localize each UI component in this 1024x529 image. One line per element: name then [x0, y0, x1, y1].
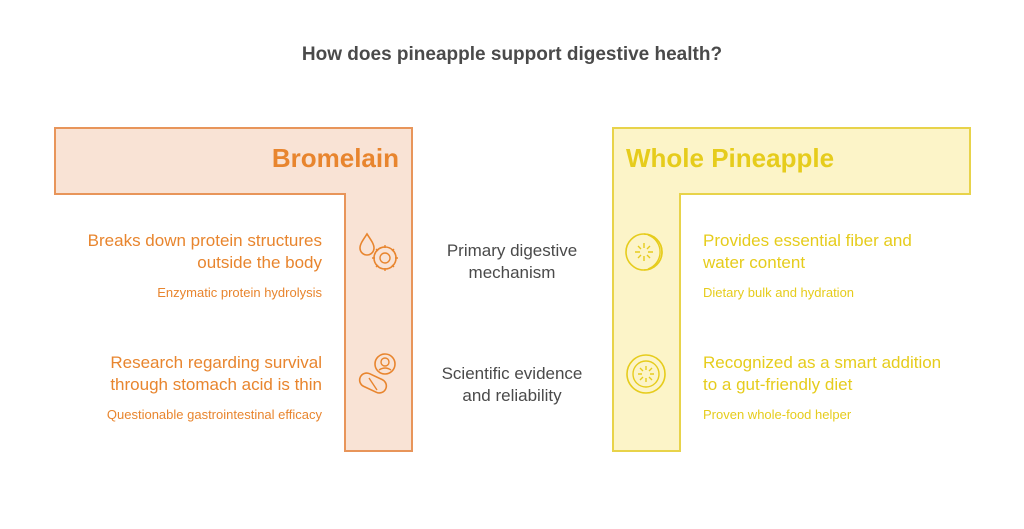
- bromelain-label: Bromelain: [271, 143, 399, 173]
- stomach-research-icon: [358, 353, 396, 394]
- enzyme-icon: [359, 232, 398, 271]
- pineapple-item-2-title: Recognized as a smart addition to a gut-…: [703, 353, 942, 394]
- pineapple-item-1-title: Provides essential fiber and water conte…: [703, 231, 912, 272]
- pineapple-label: Whole Pineapple: [626, 143, 835, 173]
- fruit-slice-icon: [626, 354, 666, 394]
- criterion-scientific-evidence: Scientific evidence and reliability: [441, 364, 583, 405]
- fruit-slice-icon: [625, 233, 663, 271]
- bromelain-column: [344, 193, 413, 452]
- bromelain-item-2-title: Research regarding survival through stom…: [110, 353, 322, 394]
- diagram-title: How does pineapple support digestive hea…: [301, 44, 723, 65]
- bromelain-item-1-title: Breaks down protein structures outside t…: [87, 231, 322, 272]
- criterion-primary-mechanism: Primary digestive mechanism: [446, 241, 578, 282]
- pineapple-column: [612, 193, 681, 452]
- pineapple-item-2-subtitle: Proven whole-food helper: [703, 407, 852, 422]
- bromelain-header: [54, 127, 413, 195]
- bromelain-item-2-subtitle: Questionable gastrointestinal efficacy: [106, 407, 322, 422]
- pineapple-header: [612, 127, 971, 195]
- pineapple-item-1-subtitle: Dietary bulk and hydration: [703, 285, 855, 300]
- bromelain-item-1-subtitle: Enzymatic protein hydrolysis: [157, 285, 322, 300]
